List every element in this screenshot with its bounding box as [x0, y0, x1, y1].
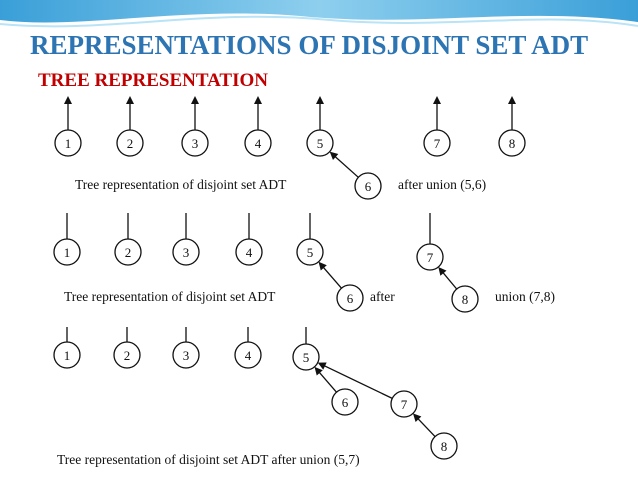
node-circle [172, 238, 200, 266]
node-circle [234, 341, 262, 369]
node-label: 1 [64, 245, 71, 260]
node-label: 5 [307, 245, 314, 260]
edge-line [321, 363, 393, 399]
edge-arrowhead [438, 266, 447, 276]
diagram-caption-suffix: union (7,8) [495, 289, 555, 304]
node-label: 7 [401, 397, 408, 412]
diagram-panel-1 [45, 93, 535, 211]
header-band [0, 0, 638, 23]
node-label: 3 [183, 348, 190, 363]
node-label: 1 [65, 136, 72, 151]
edge-arrowhead [314, 366, 323, 376]
slide-subtitle: TREE REPRESENTATION [38, 70, 268, 91]
node-label: 7 [427, 250, 434, 265]
node-circle [292, 343, 320, 371]
node-circle [113, 341, 141, 369]
edge-line [320, 264, 342, 289]
root-pointer-arrowhead [508, 96, 516, 104]
node-circle [172, 341, 200, 369]
node-circle [235, 238, 263, 266]
edge-arrowhead [412, 413, 422, 422]
slide-title: REPRESENTATIONS OF DISJOINT SET ADT [30, 30, 589, 60]
node-circle [116, 129, 144, 157]
node-label: 3 [192, 136, 199, 151]
node-label: 5 [317, 136, 324, 151]
diagram-caption: Tree representation of disjoint set ADT … [57, 452, 360, 467]
node-label: 6 [342, 395, 349, 410]
node-label: 8 [509, 136, 516, 151]
node-circle [296, 238, 324, 266]
node-label: 6 [365, 179, 372, 194]
node-circle [114, 238, 142, 266]
node-circle [244, 129, 272, 157]
root-pointer-arrowhead [126, 96, 134, 104]
node-circle [423, 129, 451, 157]
node-circle [54, 129, 82, 157]
edge-arrowhead [329, 151, 339, 160]
edge-line [316, 369, 337, 393]
node-circle [331, 388, 359, 416]
node-circle [336, 284, 364, 312]
node-label: 2 [125, 245, 132, 260]
root-pointer-arrowhead [316, 96, 324, 104]
node-circle [354, 172, 382, 200]
node-circle [390, 390, 418, 418]
node-label: 3 [183, 245, 190, 260]
node-label: 5 [303, 350, 310, 365]
node-circle [53, 238, 81, 266]
root-pointer-arrowhead [64, 96, 72, 104]
node-label: 7 [434, 136, 441, 151]
node-label: 2 [124, 348, 131, 363]
node-label: 8 [441, 439, 448, 454]
node-label: 2 [127, 136, 134, 151]
diagram-caption: Tree representation of disjoint set ADT [64, 289, 276, 304]
node-circle [498, 129, 526, 157]
node-circle [53, 341, 81, 369]
node-label: 4 [255, 136, 262, 151]
node-circle [451, 285, 479, 313]
node-label: 4 [246, 245, 253, 260]
node-circle [430, 432, 458, 460]
node-circle [181, 129, 209, 157]
node-label: 4 [245, 348, 252, 363]
node-label: 1 [64, 348, 71, 363]
header-swoosh [0, 15, 638, 28]
edge-arrowhead [317, 362, 327, 370]
diagram-caption: Tree representation of disjoint set ADT [75, 177, 287, 192]
edge-arrowhead [318, 261, 327, 271]
node-label: 8 [462, 292, 469, 307]
node-label: 6 [347, 291, 354, 306]
node-circle [306, 129, 334, 157]
root-pointer-arrowhead [433, 96, 441, 104]
root-pointer-arrowhead [191, 96, 199, 104]
edge-line [440, 269, 458, 290]
edge-line [332, 153, 359, 178]
edge-line [415, 415, 436, 438]
diagram-caption-mid: after [370, 289, 395, 304]
node-circle [416, 243, 444, 271]
diagram-caption-suffix: after union (5,6) [398, 177, 486, 192]
root-pointer-arrowhead [254, 96, 262, 104]
